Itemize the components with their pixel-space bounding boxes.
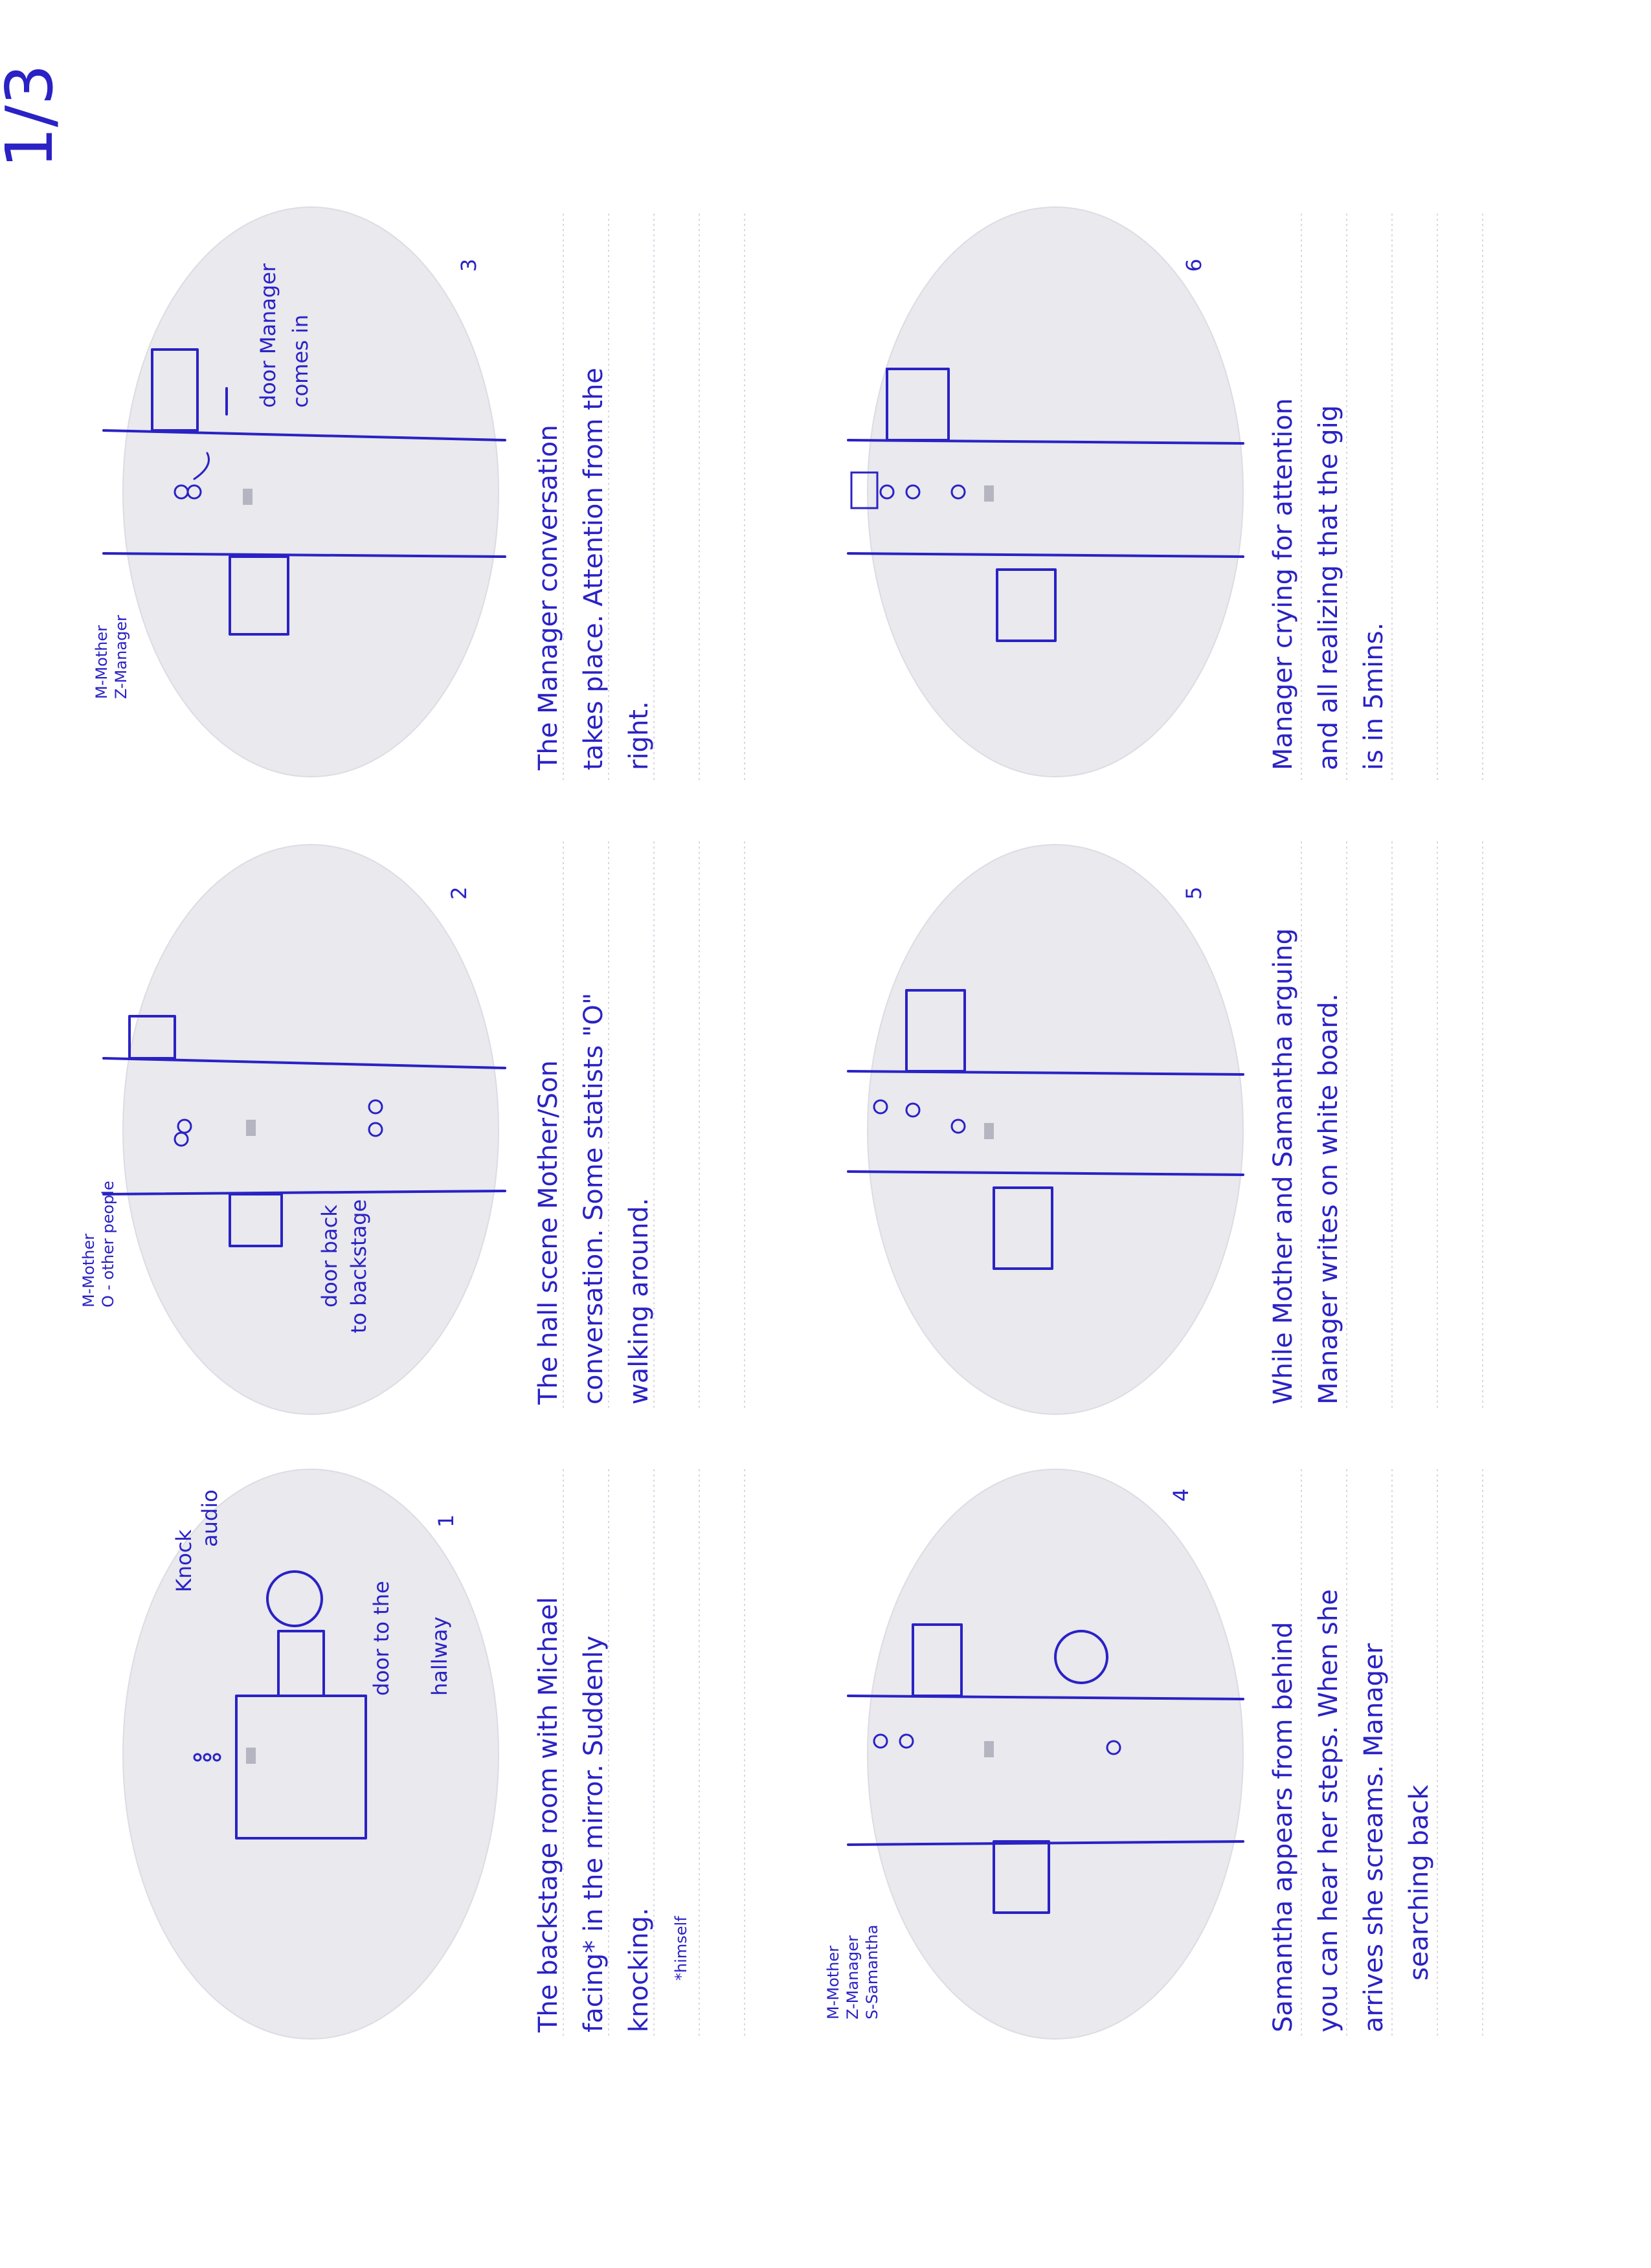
panel-3-label-line2: comes in bbox=[288, 315, 313, 408]
panel-3-label-line1: door Manager bbox=[256, 263, 280, 408]
panel-2-door-bottom bbox=[229, 1193, 283, 1247]
panel-5-characters bbox=[873, 1099, 966, 1134]
panel-1-caption-line3: knocking. bbox=[624, 1907, 654, 2032]
panel-2-legend-1: M-Mother bbox=[80, 1234, 98, 1307]
panel-6-number: 6 bbox=[1182, 259, 1206, 272]
panel-3: door Manager comes in M-Mother Z-Manager… bbox=[93, 206, 506, 777]
panel-3-caption-line1: The Manager conversation bbox=[533, 425, 563, 771]
panel-5-camera bbox=[984, 1123, 994, 1139]
panel-2-hall-wall-top bbox=[102, 1057, 506, 1069]
captions-column-a: The Manager conversation takes place. At… bbox=[533, 214, 745, 2039]
panel-2-hall-wall-bottom bbox=[102, 1190, 506, 1195]
panel-4-legend-1: M-Mother bbox=[824, 1946, 842, 2019]
panel-4-frame bbox=[867, 1469, 1244, 2040]
panel-2-caption-line1: The hall scene Mother/Son bbox=[533, 1060, 563, 1405]
panel-4-caption-line1: Samantha appears from behind bbox=[1268, 1622, 1298, 2032]
panel-3-number: 3 bbox=[456, 259, 481, 272]
panel-1-camera bbox=[246, 1748, 256, 1764]
panel-3-hall-wall-bottom bbox=[102, 552, 506, 558]
panel-1: Knock audio door to the hallway 1 bbox=[122, 1469, 499, 2040]
panel-4-caption-line2: you can hear her steps. When she bbox=[1314, 1589, 1343, 2032]
panel-2-camera bbox=[246, 1120, 256, 1136]
panel-1-caption-line1: The backstage room with Michael bbox=[533, 1597, 563, 2033]
panel-4-legend-2: Z-Manager bbox=[844, 1935, 862, 2019]
panel-3-legend-1: M-Mother bbox=[93, 625, 111, 699]
panel-3-door-top bbox=[151, 348, 199, 432]
panel-6-door-bottom bbox=[996, 568, 1057, 642]
panel-1-michael-and-mirror bbox=[193, 1753, 221, 1762]
panel-3-camera bbox=[243, 489, 253, 505]
panel-4-audio-icon bbox=[1054, 1630, 1108, 1684]
panel-1-caption-footnote: *himself bbox=[672, 1916, 690, 1981]
panel-4-characters bbox=[873, 1733, 1121, 1755]
panel-1-frame bbox=[122, 1469, 499, 2040]
panel-1-caption-line2: facing* in the mirror. Suddenly bbox=[579, 1636, 609, 2032]
panel-5-door-top bbox=[905, 989, 966, 1073]
panel-2-number: 2 bbox=[447, 887, 471, 900]
panel-5-door-bottom bbox=[993, 1186, 1053, 1270]
panel-5: 5 bbox=[847, 844, 1244, 1415]
page-number: 1/3 bbox=[0, 64, 67, 168]
panel-4-hall-wall-bottom bbox=[847, 1840, 1244, 1846]
panel-6: 6 bbox=[847, 206, 1244, 777]
panel-6-caption-line2: and all realizing that the gig bbox=[1314, 405, 1343, 770]
panel-4-caption-line4: searching back bbox=[1404, 1784, 1434, 1981]
panel-6-caption-line3: is in 5mins. bbox=[1359, 623, 1389, 770]
panel-2: door back to backstage M-Mother O - othe… bbox=[80, 844, 506, 1415]
panel-5-hall-wall-bottom bbox=[847, 1170, 1244, 1176]
panel-2-frame bbox=[122, 844, 499, 1415]
panel-3-door-bottom bbox=[229, 555, 289, 636]
panel-4: M-Mother Z-Manager S-Samantha 4 bbox=[824, 1469, 1244, 2040]
panel-4-number: 4 bbox=[1169, 1489, 1193, 1502]
panel-1-label-audio: audio bbox=[197, 1489, 222, 1547]
panel-6-frame bbox=[867, 206, 1244, 777]
panel-1-label-door-line2: hallway bbox=[427, 1617, 452, 1696]
panel-1-audio-icon bbox=[266, 1570, 323, 1627]
panel-6-door-top bbox=[886, 368, 950, 441]
panel-5-caption-line2: Manager writes on white board. bbox=[1314, 994, 1343, 1405]
panel-6-hall-wall-bottom bbox=[847, 552, 1244, 558]
panel-2-characters bbox=[174, 1099, 383, 1147]
panel-3-caption-line2: takes place. Attention from the bbox=[579, 368, 609, 770]
panel-6-whiteboard bbox=[850, 471, 879, 509]
panel-3-characters bbox=[174, 452, 210, 500]
panel-4-door-top bbox=[912, 1623, 963, 1697]
panel-1-label-knock: Knock bbox=[172, 1529, 196, 1592]
panel-2-caption-line3: walking around. bbox=[624, 1198, 654, 1405]
panel-3-frame bbox=[122, 206, 499, 777]
panel-4-camera bbox=[984, 1741, 994, 1757]
panel-4-caption-line3: arrives she screams. Manager bbox=[1359, 1643, 1389, 2032]
panel-4-door-bottom bbox=[993, 1840, 1050, 1914]
panel-5-number: 5 bbox=[1182, 887, 1206, 900]
captions-column-b: Manager crying for attention and all rea… bbox=[1268, 214, 1483, 2039]
panel-2-legend-2: O - other people bbox=[99, 1181, 117, 1307]
panel-3-legend-2: Z-Manager bbox=[112, 615, 130, 699]
panel-3-hall-wall-top bbox=[102, 429, 506, 441]
panel-4-legend-3: S-Samantha bbox=[863, 1925, 881, 2019]
panel-6-caption-line1: Manager crying for attention bbox=[1268, 398, 1298, 770]
panel-2-door-top bbox=[128, 1015, 176, 1060]
panel-1-label-door-line1: door to the bbox=[369, 1581, 394, 1696]
panel-5-frame bbox=[867, 844, 1244, 1415]
panel-2-label-line2: to backstage bbox=[346, 1199, 371, 1333]
panel-2-label-line1: door back bbox=[317, 1205, 342, 1307]
panel-3-caption-line3: right. bbox=[624, 701, 654, 770]
panel-2-caption-line2: conversation. Some statists "O" bbox=[579, 993, 609, 1405]
panel-6-camera bbox=[984, 485, 994, 502]
panel-1-number: 1 bbox=[434, 1515, 458, 1528]
panel-5-caption-line1: While Mother and Samantha arguing bbox=[1268, 928, 1298, 1405]
panel-1-hall-door bbox=[277, 1630, 325, 1697]
panel-6-characters bbox=[879, 484, 966, 500]
